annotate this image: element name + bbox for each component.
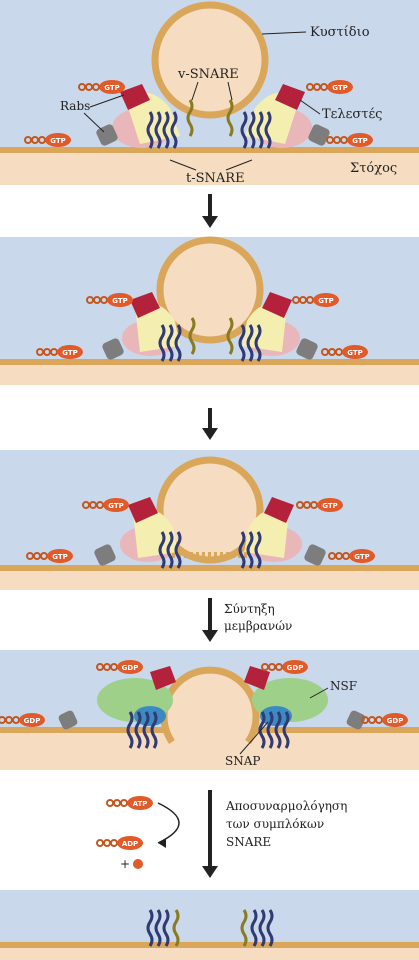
label-disassembly-line2: των συμπλόκων	[226, 817, 324, 831]
panel-snare-pairing: GTP GTP GTP GTP	[0, 237, 419, 385]
label-t-snare: t-SNARE	[186, 171, 245, 186]
atp-badge-label: ATP	[133, 800, 148, 808]
gdp-badge-label: GDP	[287, 664, 304, 672]
hydrolysis-curve-arrow	[158, 803, 179, 843]
gtp-badge-label: GTP	[332, 84, 348, 92]
atp-hydrolysis: ATP ADP +	[97, 796, 179, 871]
label-plus: +	[120, 857, 130, 871]
vesicle	[155, 5, 265, 115]
step-arrow-3	[202, 598, 218, 642]
step-arrow-4	[202, 790, 218, 878]
label-effectors: Τελεστές	[322, 107, 382, 122]
gtp-badge-label: GTP	[108, 502, 124, 510]
atp-chain: ATP	[107, 796, 153, 810]
gtp-badge-label: GTP	[112, 297, 128, 305]
panel-fused-nsf-snap: GDP GDP GDP GDP NSF SNAP	[0, 650, 419, 770]
panel-trans-snare-complex: GTP GTP GTP GTP	[0, 450, 419, 590]
label-disassembly-line1: Αποσυναρμολόγηση	[225, 799, 347, 813]
phosphate	[133, 859, 143, 869]
gtp-badge-label: GTP	[347, 349, 363, 357]
fused-vesicle	[164, 670, 256, 742]
gtp-badge-label: GTP	[352, 137, 368, 145]
label-rabs: Rabs	[60, 99, 90, 113]
target-membrane-lumen	[0, 568, 419, 590]
step-arrow-1	[202, 194, 218, 228]
step-arrow-2	[202, 408, 218, 440]
adp-badge-label: ADP	[122, 840, 138, 848]
label-fusion-line1: Σύντηξη	[224, 602, 275, 616]
gdp-badge-label: GDP	[387, 717, 404, 725]
hydrolysis-arrowhead	[158, 838, 166, 848]
label-v-snare: v-SNARE	[177, 67, 239, 82]
gtp-badge-label: GTP	[318, 297, 334, 305]
gtp-badge-label: GTP	[62, 349, 78, 357]
panel-docking: GTP GTP GTP GTP	[0, 0, 419, 186]
label-vesicle: Κυστίδιο	[310, 25, 370, 40]
gtp-badge-label: GTP	[50, 137, 66, 145]
gdp-badge-label: GDP	[24, 717, 41, 725]
gtp-badge-label: GTP	[52, 553, 68, 561]
label-snap: SNAP	[225, 754, 260, 768]
gtp-badge-label: GTP	[322, 502, 338, 510]
adp-chain: ADP	[97, 836, 143, 850]
label-fusion-line2: μεμβρανών	[224, 619, 292, 633]
gtp-badge-label: GTP	[104, 84, 120, 92]
panel-free-snares	[0, 890, 419, 960]
target-membrane-lumen	[0, 362, 419, 385]
gtp-badge-label: GTP	[354, 553, 370, 561]
gdp-badge-label: GDP	[122, 664, 139, 672]
label-target: Στόχος	[350, 161, 397, 176]
label-nsf: NSF	[330, 679, 357, 693]
label-disassembly-line3: SNARE	[226, 835, 271, 849]
